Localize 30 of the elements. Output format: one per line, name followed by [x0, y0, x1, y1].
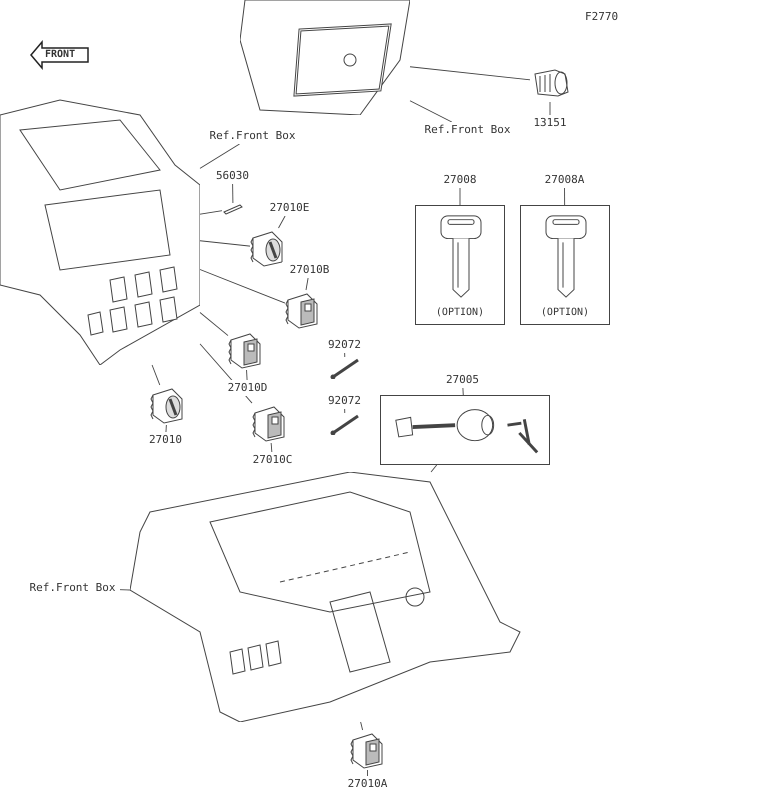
leader-line [232, 184, 234, 204]
leader-line [200, 269, 286, 304]
leader-line [246, 370, 248, 380]
leader-line [462, 388, 464, 396]
bolt-drawing [330, 357, 360, 379]
leader-line [120, 589, 130, 590]
front-box-drawing [240, 0, 410, 115]
leader-line [166, 424, 167, 432]
leader-line [360, 722, 364, 730]
leader-line [410, 100, 452, 122]
leader-line [410, 66, 530, 80]
leader-line [430, 464, 438, 472]
leader-line [564, 188, 566, 206]
leader-line [200, 312, 228, 336]
bolt-drawing [330, 413, 360, 435]
leader-line [270, 442, 272, 452]
key-frame [520, 205, 610, 325]
option-note: (OPTION) [434, 307, 486, 318]
leader-line [200, 210, 222, 215]
leader-line [200, 240, 250, 247]
pin-drawing [222, 203, 244, 215]
option-note: (OPTION) [540, 307, 590, 318]
key-frame [415, 205, 505, 325]
leader-line [152, 364, 160, 386]
leader-line [306, 278, 309, 290]
leader-line [367, 770, 368, 776]
leader-line [278, 216, 286, 228]
figure-number: F2770 [585, 10, 618, 23]
direction-label: FRONT [45, 48, 76, 62]
leader-line [200, 144, 240, 169]
